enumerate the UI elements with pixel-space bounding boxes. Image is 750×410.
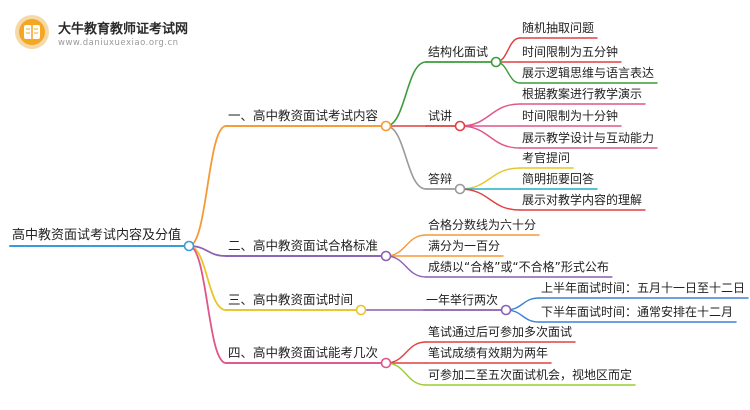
leaf-second-half-time: 下半年面试时间：通常安排在十二月: [541, 305, 734, 319]
branch-exam-content: 一、高中教资面试考试内容: [228, 108, 379, 123]
node-trial-lecture: 试讲: [428, 109, 453, 123]
leaf-two-year-validity: 笔试成绩有效期为两年: [428, 346, 549, 360]
leaf-design-interaction: 展示教学设计与互动能力: [522, 131, 655, 145]
brand-logo: 大牛教育教师证考试网 www.daniuxuexiao.org.cn: [10, 10, 200, 56]
leaf-first-half-time: 上半年面试时间：五月十一日至十二日: [541, 281, 746, 295]
leaf-content-understanding: 展示对教学内容的理解: [522, 193, 643, 207]
leaf-random-questions: 随机抽取问题: [522, 21, 595, 35]
branch-pass-standard: 二、高中教资面试合格标准: [228, 238, 379, 253]
leaf-examiner-questions: 考官提问: [522, 151, 571, 165]
leaf-lesson-demo: 根据教案进行教学演示: [522, 87, 643, 101]
leaf-full-score: 满分为一百分: [428, 239, 501, 253]
leaf-multiple-interviews: 笔试通过后可参加多次面试: [428, 325, 573, 339]
node-defense: 答辩: [428, 172, 453, 186]
leaf-five-minutes: 时间限制为五分钟: [522, 45, 619, 59]
node-twice-a-year: 一年举行两次: [426, 293, 499, 307]
root-node: 高中教资面试考试内容及分值: [12, 228, 182, 243]
book-logo-icon: [15, 15, 49, 49]
leaf-logic-expression: 展示逻辑思维与语言表达: [522, 66, 655, 80]
leaf-concise-answer: 简明扼要回答: [522, 172, 595, 186]
node-structured-interview: 结构化面试: [428, 45, 489, 59]
leaf-two-to-five-chances: 可参加二至五次面试机会，视地区而定: [428, 368, 633, 382]
brand-title: 大牛教育教师证考试网: [58, 22, 189, 37]
leaf-pass-score: 合格分数线为六十分: [428, 218, 537, 232]
branch-exam-time: 三、高中教资面试时间: [228, 292, 354, 307]
leaf-result-format: 成绩以“合格”或“不合格”形式公布: [428, 260, 609, 274]
leaf-ten-minutes: 时间限制为十分钟: [522, 109, 619, 123]
brand-domain: www.daniuxuexiao.org.cn: [58, 38, 179, 48]
branch-attempts: 四、高中教资面试能考几次: [228, 345, 379, 360]
